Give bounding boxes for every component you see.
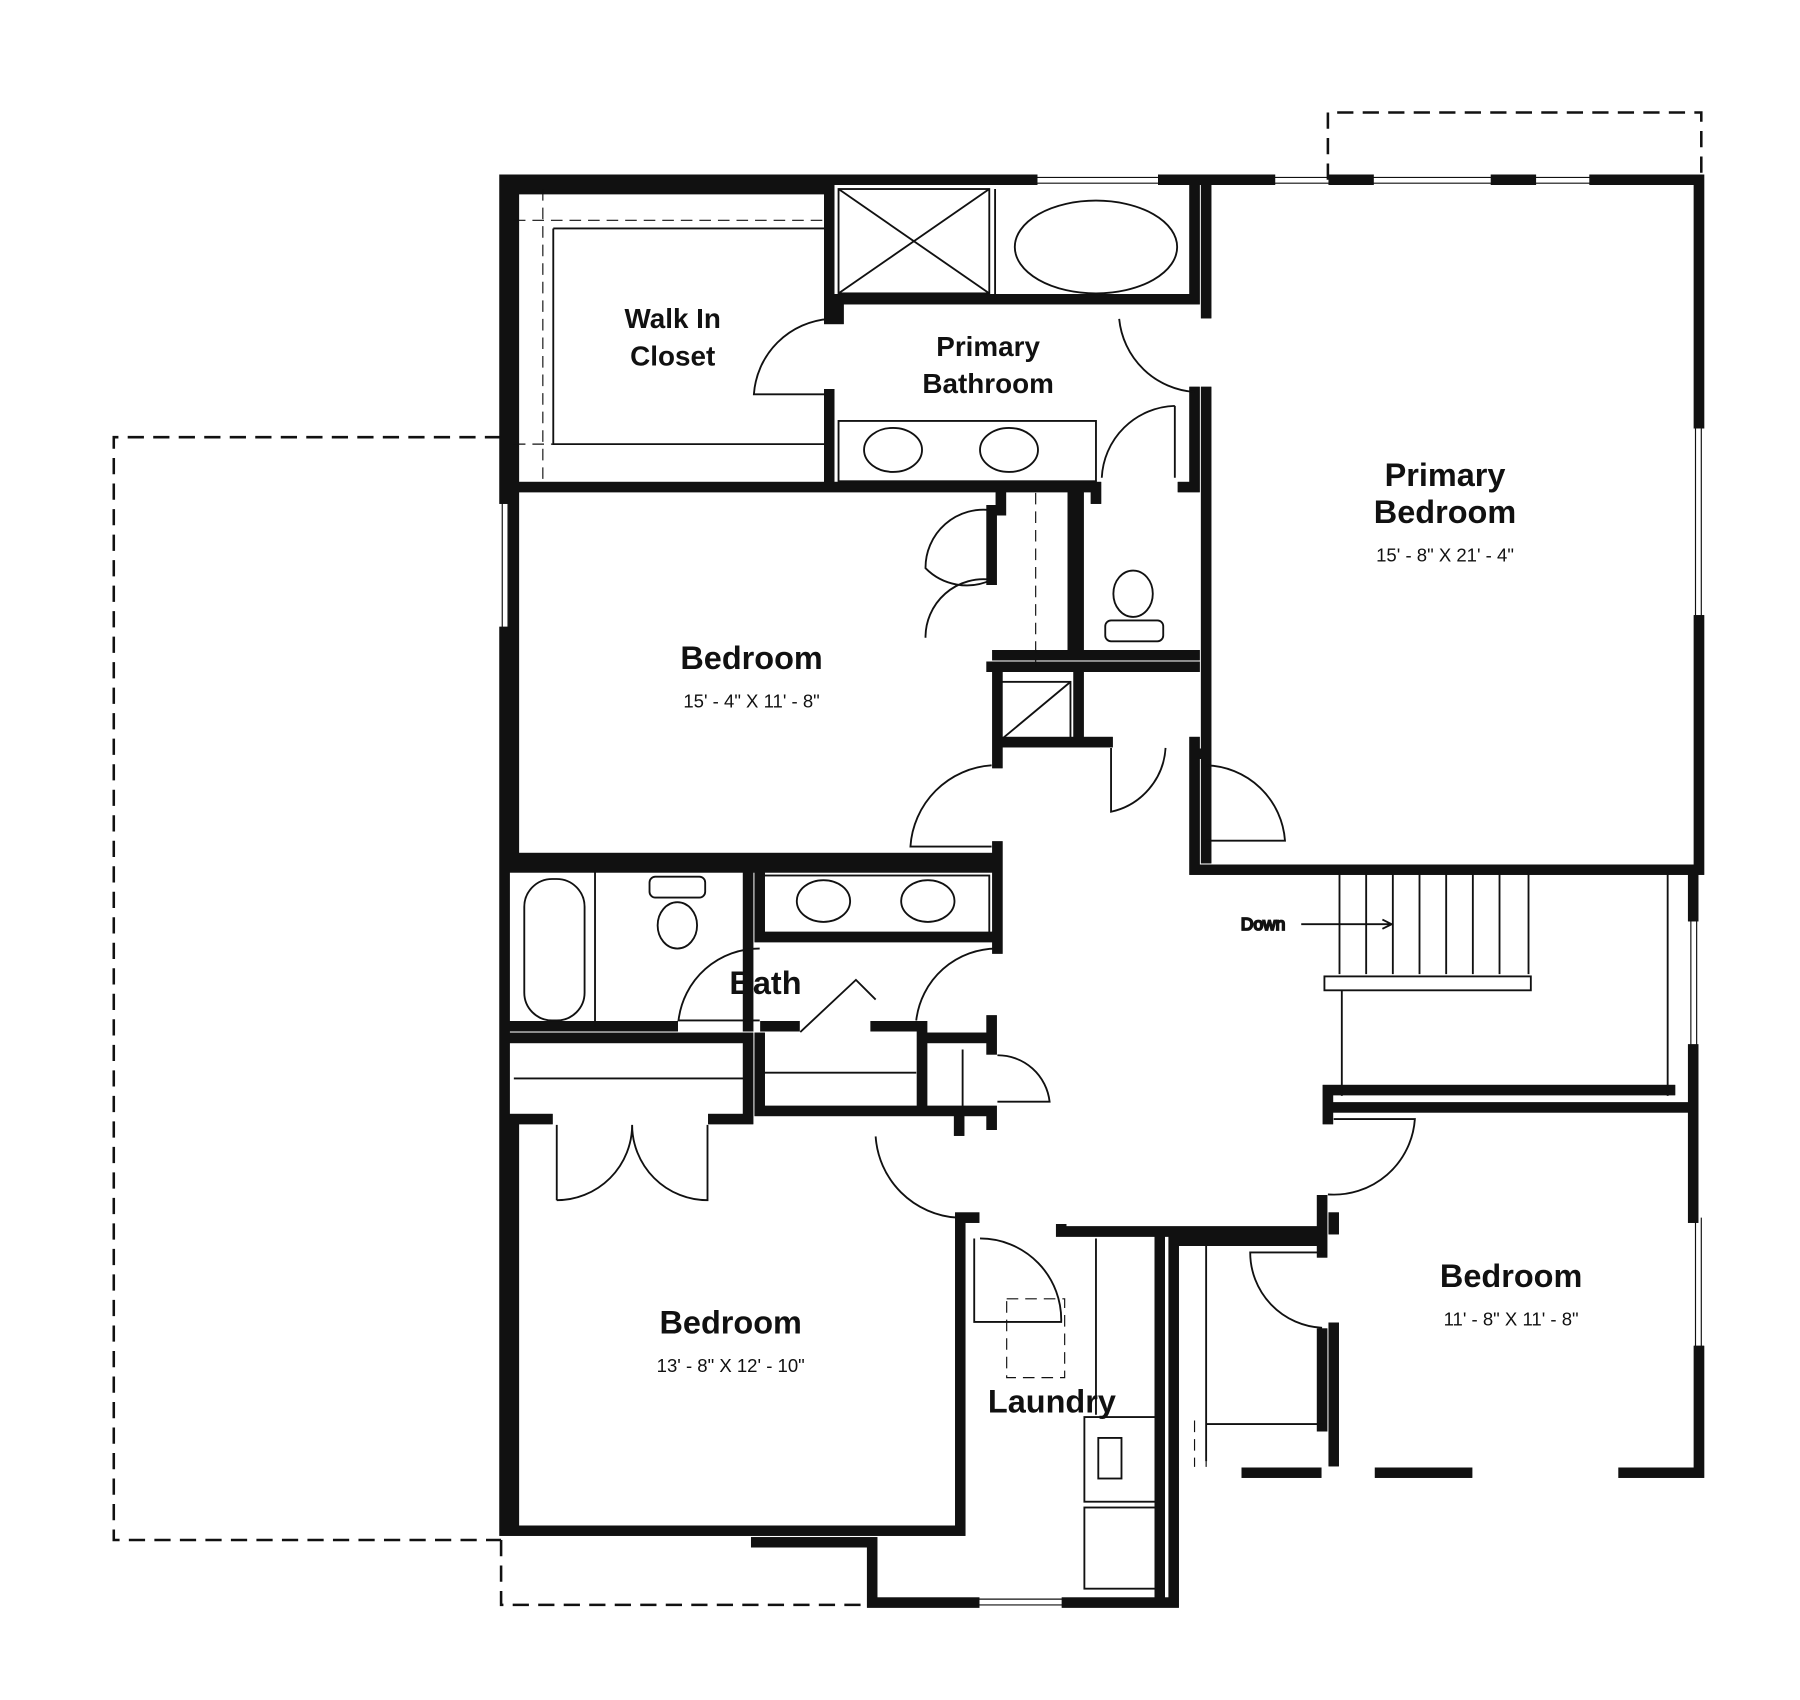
bedroom-lower-right-dimensions: 11' - 8" X 11' - 8" [1444,1308,1579,1329]
primary-bedroom-label: Primary [1385,457,1506,493]
closet-shelves [513,189,1207,1467]
laundry-label: Laundry [988,1383,1116,1419]
walls [505,180,1705,1603]
room-labels: Walk In Closet Primary Bathroom Primary … [625,303,1583,1419]
bedroom-lower-right-label: Bedroom [1440,1258,1582,1294]
sink-icon [979,426,1039,473]
toilet-icon [1112,569,1154,618]
fixtures [513,188,1323,1590]
primary-bedroom-dimensions: 15' - 8" X 21' - 4" [1376,544,1514,565]
primary-bedroom-label-2: Bedroom [1374,494,1516,530]
sink-icon [863,426,923,473]
windows [501,176,1702,1606]
primary-bathroom-label: Primary [936,331,1040,362]
sink-icon [795,879,852,923]
shower-icon [837,188,991,295]
sink-icon [900,879,956,923]
dashed-outlines [112,111,1703,1607]
stairs: Down [1240,872,1669,1096]
bathtub-icon [1013,199,1179,295]
toilet-icon [656,901,698,950]
walk-in-closet-label-2: Closet [630,340,715,371]
bedroom-lower-left-label: Bedroom [659,1305,801,1341]
bedroom-upper-left-dimensions: 15' - 4" X 11' - 8" [683,690,819,711]
stairs-down-label: Down [1241,914,1285,934]
bedroom-upper-left-label: Bedroom [680,640,822,676]
bedroom-lower-left-dimensions: 13' - 8" X 12' - 10" [657,1355,805,1376]
bathtub-icon [523,878,586,1022]
primary-bathroom-label-2: Bathroom [922,368,1053,399]
arrow-icon [1301,918,1394,930]
bath-label: Bath [729,965,801,1001]
walk-in-closet-label: Walk In [625,303,721,334]
doors [555,317,1416,1329]
